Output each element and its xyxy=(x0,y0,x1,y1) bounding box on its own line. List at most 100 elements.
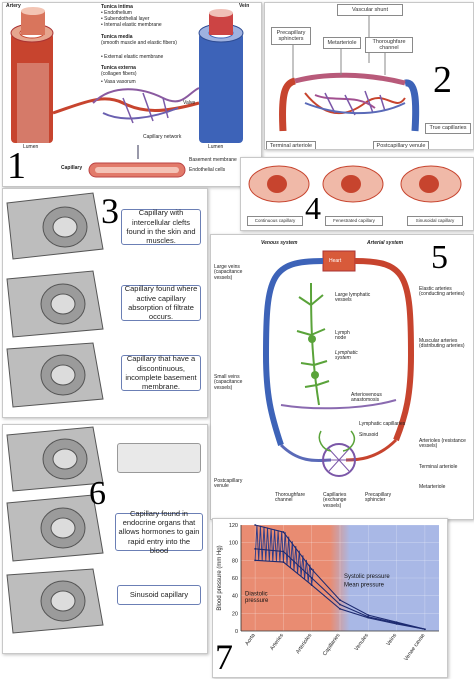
label-vasa-vasorum: • Vasa vasorum xyxy=(101,79,136,85)
panel-number-3: 3 xyxy=(101,191,119,231)
label-external-elastic: • External elastic membrane xyxy=(101,54,164,60)
panel-number-5: 5 xyxy=(431,239,448,276)
label-tunica-media: Tunica media xyxy=(101,34,133,40)
label-terminal-arteriole: Terminal arteriole xyxy=(419,464,458,470)
series-point-2-0 xyxy=(254,559,257,562)
x-tick-label: Arterioles xyxy=(295,633,313,656)
capillary-cross-section-illustration xyxy=(248,165,462,203)
label-venous-system: Venous system xyxy=(261,240,298,246)
y-tick-label: 80 xyxy=(232,558,238,564)
label-sinusoid: Sinusoid xyxy=(359,432,379,438)
card-capillary-description-3[interactable]: Capillary that have a discontinuous, inc… xyxy=(121,354,201,391)
label-av-anastomosis: Arteriovenous anastomosis xyxy=(351,392,382,404)
label-lymphatic-capillaries: Lymphatic capillaries xyxy=(359,421,406,427)
label-thoroughfare-channel: Thoroughfare channel xyxy=(275,492,306,504)
pulse-wave xyxy=(254,524,314,586)
series-point-2-5 xyxy=(395,623,398,625)
x-tick-label: Venae cavae xyxy=(403,633,426,663)
card-capillary-description-1[interactable]: Capillary with intercellular clefts foun… xyxy=(121,208,201,245)
label-endothelium: • Endothelium xyxy=(101,10,132,16)
label-precapillary-sphincters: Precapillary sphincters xyxy=(271,27,311,45)
label-elastic-arteries: Elastic arteries (conducting arteries) xyxy=(419,286,465,298)
y-tick-label: 100 xyxy=(229,541,238,547)
label-fenestrated-capillary: Fenestrated capillary xyxy=(325,216,383,226)
label-tunica-externa: Tunica externa xyxy=(101,65,136,71)
series-point-2-1 xyxy=(282,561,285,563)
label-thoroughfare-channel: Thoroughfare channel xyxy=(365,37,413,53)
panel-capillary-types-quiz-a: Capillary with intercellular clefts foun… xyxy=(2,188,208,418)
card-capillary-answer-sinusoid[interactable]: Sinusoid capillary xyxy=(117,585,201,605)
label-tunica-media-sub: (smooth muscle and elastic fibers) xyxy=(101,40,177,46)
series-point-2-6 xyxy=(423,628,426,631)
label-vein: Vein xyxy=(239,3,250,9)
label-large-lymphatic: Large lymphatic vessels xyxy=(335,292,371,304)
label-valve: Valve xyxy=(183,100,196,106)
label-precapillary-sphincter: Precapillary sphincter xyxy=(365,492,392,504)
series-point-0-2 xyxy=(310,568,313,571)
vessel-illustration xyxy=(10,7,244,178)
capillary-types-illustration-a xyxy=(6,192,104,408)
label-large-veins: Large veins (capacitance vessels) xyxy=(214,264,243,281)
label-capillary: Capillary xyxy=(61,165,83,171)
card-empty-answer-slot[interactable] xyxy=(117,443,201,473)
y-tick-label: 0 xyxy=(235,629,238,635)
card-capillary-description-2[interactable]: Capillary found where active capillary a… xyxy=(121,284,201,321)
series-point-1-0 xyxy=(254,547,257,550)
label-heart: Heart xyxy=(329,258,342,264)
panel-number-7: 7 xyxy=(215,637,233,677)
y-tick-label: 40 xyxy=(232,594,238,600)
capillary-types-illustration-b xyxy=(6,426,104,634)
y-tick-label: 20 xyxy=(232,611,238,617)
label-artery: Artery xyxy=(6,3,21,9)
label-vascular-shunt: Vascular shunt xyxy=(337,4,403,16)
series-point-1-1 xyxy=(282,550,285,553)
panel-blood-vessel-structure: Artery Vein Tunica intima • Endothelium … xyxy=(2,2,262,187)
panel-capillary-cross-sections: Continuous capillary Fenestrated capilla… xyxy=(240,157,474,231)
y-tick-label: 60 xyxy=(232,576,238,582)
label-lumen-left: Lumen xyxy=(23,144,39,150)
label-sinusoidal-capillary: Sinusoidal capillary xyxy=(407,216,463,226)
label-lymphatic-system: Lymphatic system xyxy=(335,350,358,362)
panel-number-1: 1 xyxy=(7,145,26,187)
label-lumen-right: Lumen xyxy=(208,144,224,150)
series-point-2-3 xyxy=(339,608,341,610)
label-lymph-node: Lymph node xyxy=(335,330,350,342)
x-tick-label: Capillaries xyxy=(322,633,342,658)
label-arterioles: Arterioles (resistance vessels) xyxy=(419,438,466,450)
card-capillary-description-4[interactable]: Capillary found in endocrine organs that… xyxy=(115,509,203,555)
series-point-1-3 xyxy=(339,603,341,606)
panel-number-2: 2 xyxy=(433,59,452,101)
series-point-0-1 xyxy=(282,531,285,533)
series-point-2-2 xyxy=(310,584,313,586)
label-small-veins: Small veins (capacitance vessels) xyxy=(214,374,243,391)
label-endothelial-cells: Endothelial cells xyxy=(189,167,226,173)
panel-number-4: 4 xyxy=(305,190,321,226)
label-internal-elastic: • Internal elastic membrane xyxy=(101,22,162,28)
label-subendothelial: • Subendothelial layer xyxy=(101,16,150,22)
label-tunica-intima: Tunica intima xyxy=(101,4,133,10)
x-tick-label: Arteries xyxy=(269,633,285,652)
series-point-0-3 xyxy=(339,599,341,601)
y-axis-label: Blood pressure (mm Hg) xyxy=(217,545,223,610)
panel-capillary-types-quiz-b: Capillary found in endocrine organs that… xyxy=(2,424,208,654)
x-tick-label: Venules xyxy=(354,633,370,653)
chart-annotation-1: Mean pressure xyxy=(344,583,385,589)
panel-number-6: 6 xyxy=(89,475,106,512)
label-muscular-arteries: Muscular arteries (distributing arteries… xyxy=(419,338,465,350)
series-point-0-4 xyxy=(367,614,370,616)
x-tick-label: Aorta xyxy=(244,632,257,647)
circulatory-system-illustration xyxy=(262,250,415,477)
panel-capillary-bed: Vascular shunt Precapillary sphincters M… xyxy=(264,2,474,150)
label-tunica-externa-sub: (collagen fibers) xyxy=(101,71,137,77)
label-postcapillary-venule: Postcapillary venule xyxy=(214,478,243,490)
label-true-capillaries: True capillaries xyxy=(425,123,471,134)
label-metarteriole: Metarteriole xyxy=(323,37,361,49)
panel-circulatory-system: Venous system Arterial system Heart Larg… xyxy=(210,234,474,520)
label-metarteriole: Metarteriole xyxy=(419,484,446,490)
label-terminal-arteriole: Terminal arteriole xyxy=(266,141,316,149)
label-postcapillary-venule: Postcapillary venule xyxy=(373,141,429,149)
label-continuous-capillary: Continuous capillary xyxy=(247,216,303,226)
